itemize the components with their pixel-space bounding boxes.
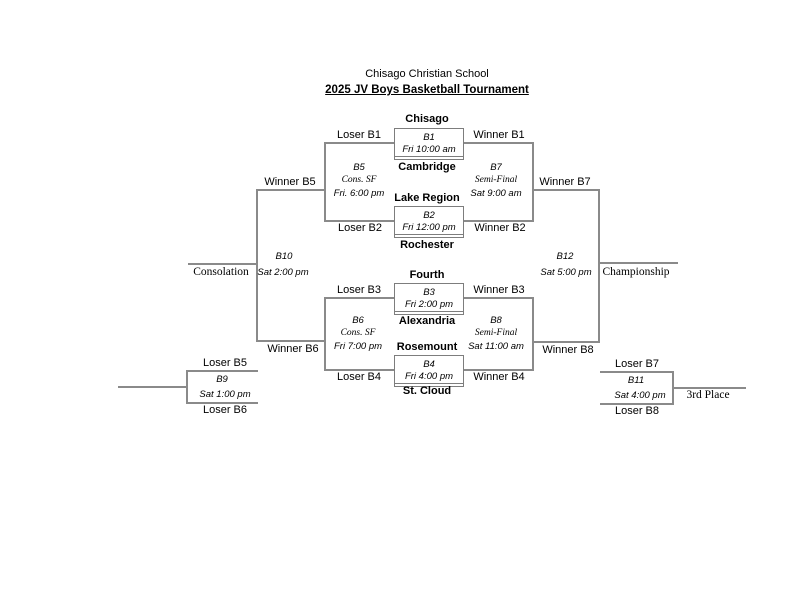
- loser-b2-label: Loser B2: [337, 222, 383, 234]
- school-name: Chisago Christian School: [365, 68, 489, 80]
- b4-loser-line: [324, 369, 394, 371]
- winner-b4-label: Winner B4: [473, 371, 525, 383]
- tournament-title: 2025 JV Boys Basketball Tournament: [325, 84, 529, 96]
- b11-time-label: Sat 4:00 pm: [614, 390, 666, 401]
- b3-loser-line: [324, 297, 394, 299]
- consolation-label: Consolation: [193, 266, 249, 278]
- b7-time-label: Sat 9:00 am: [470, 188, 522, 199]
- team-st-cloud: St. Cloud: [402, 385, 452, 397]
- team-cambridge: Cambridge: [398, 161, 456, 173]
- b6-bracket-vertical: [324, 297, 326, 371]
- game-box-b2: B2 Fri 12:00 pm: [394, 206, 464, 238]
- b9-vertical: [186, 370, 188, 404]
- b7-id-label: B7: [490, 162, 502, 173]
- loser-b4-label: Loser B4: [336, 371, 382, 383]
- b6-id-label: B6: [352, 315, 364, 326]
- game-id: B4: [423, 359, 435, 370]
- b10-time-label: Sat 2:00 pm: [257, 267, 309, 278]
- team-rochester: Rochester: [400, 239, 454, 251]
- game-box-b3: B3 Fri 2:00 pm: [394, 283, 464, 315]
- team-alexandria: Alexandria: [398, 315, 456, 327]
- winner-b7-label: Winner B7: [539, 176, 591, 188]
- winner-b3-label: Winner B3: [473, 284, 525, 296]
- b7-bracket-vertical: [532, 142, 534, 222]
- winner-b6-label: Winner B6: [267, 343, 319, 355]
- b11-top-line: [600, 371, 674, 373]
- b9-top-line: [186, 370, 258, 372]
- team-lake-region: Lake Region: [394, 192, 460, 204]
- b11-winner-line: [674, 387, 746, 389]
- b10-id-label: B10: [275, 251, 293, 262]
- b10-bracket-vertical: [256, 189, 258, 342]
- b5-id-label: B5: [353, 162, 365, 173]
- b5-round-label: Cons. SF: [341, 175, 377, 185]
- b8-round-label: Semi-Final: [474, 328, 518, 338]
- game-box-b1: B1 Fri 10:00 am: [394, 128, 464, 160]
- consolation-line: [188, 263, 256, 265]
- b8-bracket-vertical: [532, 297, 534, 371]
- team-chisago: Chisago: [405, 113, 449, 125]
- game-id: B1: [423, 132, 435, 143]
- b9-bottom-team-label: Loser B6: [202, 404, 248, 416]
- winner-b6-line: [256, 340, 326, 342]
- loser-b3-label: Loser B3: [336, 284, 382, 296]
- b8-time-label: Sat 11:00 am: [468, 341, 524, 352]
- championship-label: Championship: [602, 266, 670, 278]
- b1-loser-line: [324, 142, 394, 144]
- b9-bottom-line: [186, 402, 258, 404]
- b9-top-team-label: Loser B5: [202, 357, 248, 369]
- game-time: Fri 2:00 pm: [395, 299, 463, 312]
- b5-time-label: Fri. 6:00 pm: [333, 188, 385, 199]
- team-rosemount: Rosemount: [396, 341, 458, 353]
- b6-time-label: Fri 7:00 pm: [333, 341, 383, 352]
- b7-round-label: Semi-Final: [474, 175, 518, 185]
- b11-top-team-label: Loser B7: [614, 358, 660, 370]
- winner-b1-label: Winner B1: [473, 129, 525, 141]
- b9-time-label: Sat 1:00 pm: [199, 389, 251, 400]
- b2-loser-line: [324, 220, 394, 222]
- b12-time-label: Sat 5:00 pm: [540, 267, 592, 278]
- b11-bottom-team-label: Loser B8: [614, 405, 660, 417]
- winner-b7-line: [532, 189, 600, 191]
- b9-id-label: B9: [216, 374, 228, 385]
- game-id: B3: [423, 287, 435, 298]
- winner-b5-label: Winner B5: [264, 176, 316, 188]
- b12-bracket-vertical: [598, 189, 600, 343]
- game-id: B2: [423, 210, 435, 221]
- loser-b1-label: Loser B1: [336, 129, 382, 141]
- game-box-b4: B4 Fri 4:00 pm: [394, 355, 464, 387]
- b3-winner-line: [462, 297, 532, 299]
- game-time: Fri 10:00 am: [395, 144, 463, 157]
- winner-b5-line: [256, 189, 326, 191]
- b4-winner-line: [462, 369, 532, 371]
- winner-b2-label: Winner B2: [474, 222, 526, 234]
- b11-bottom-line: [600, 403, 674, 405]
- winner-b8-label: Winner B8: [542, 344, 594, 356]
- game-time: Fri 12:00 pm: [395, 222, 463, 235]
- b12-id-label: B12: [556, 251, 574, 262]
- winner-b8-line: [532, 341, 600, 343]
- b9-winner-line: [118, 386, 186, 388]
- b11-id-label: B11: [627, 375, 645, 386]
- b2-winner-line: [462, 220, 532, 222]
- championship-line: [598, 262, 678, 264]
- third-place-label: 3rd Place: [686, 389, 730, 401]
- b11-vertical: [672, 371, 674, 405]
- b8-id-label: B8: [490, 315, 502, 326]
- b5-bracket-vertical: [324, 142, 326, 222]
- b1-winner-line: [462, 142, 532, 144]
- game-time: Fri 4:00 pm: [395, 371, 463, 384]
- team-fourth: Fourth: [409, 269, 445, 281]
- b6-round-label: Cons. SF: [340, 328, 376, 338]
